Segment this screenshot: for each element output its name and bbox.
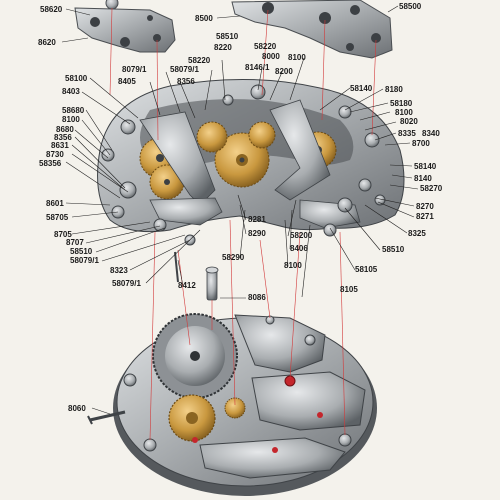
label-8340: 8340 <box>422 129 440 138</box>
label-8020: 8020 <box>400 117 418 126</box>
label-58510-c: 58510 <box>382 245 405 254</box>
label-8356-a: 8356 <box>177 77 195 86</box>
steel-levers <box>139 99 361 229</box>
label-8100-b: 8100 <box>62 115 80 124</box>
label-8500: 8500 <box>195 14 213 23</box>
label-8100-d: 8100 <box>284 261 302 270</box>
label-58290: 58290 <box>222 253 245 262</box>
label-8270: 8270 <box>416 202 434 211</box>
label-8405: 8405 <box>118 77 136 86</box>
label-8325: 8325 <box>408 229 426 238</box>
label-8220-a: 8220 <box>214 43 232 52</box>
label-8601: 8601 <box>46 199 64 208</box>
base-movement <box>87 313 377 496</box>
label-8705: 8705 <box>54 230 72 239</box>
label-8707: 8707 <box>66 238 84 247</box>
label-58079-1b: 58079/1 <box>70 256 99 265</box>
label-8105: 8105 <box>340 285 358 294</box>
top-right-bridge <box>231 0 393 59</box>
label-58620-top: 58620 <box>40 5 63 14</box>
label-8403: 8403 <box>62 87 80 96</box>
label-8356-b: 8356 <box>54 133 72 142</box>
label-58105: 58105 <box>355 265 378 274</box>
label-58100: 58100 <box>65 74 88 83</box>
label-58180: 58180 <box>390 99 413 108</box>
label-8323: 8323 <box>110 266 128 275</box>
label-8271: 8271 <box>416 212 434 221</box>
label-8620: 8620 <box>38 38 56 47</box>
screws-and-posts <box>101 84 386 246</box>
label-58500: 58500 <box>399 2 422 11</box>
label-8290: 8290 <box>248 229 266 238</box>
label-8680: 8680 <box>56 125 74 134</box>
part-number-labels: 58620 8620 8500 58500 58510 8220 58220 8… <box>38 2 443 413</box>
label-8079-1a: 8079/1 <box>122 65 147 74</box>
label-8000: 8000 <box>262 52 280 61</box>
label-58220-a: 58220 <box>254 42 277 51</box>
label-58079-1a: 58079/1 <box>170 65 199 74</box>
label-58705: 58705 <box>46 213 69 222</box>
label-8200: 8200 <box>275 67 293 76</box>
label-8100-c: 8100 <box>395 108 413 117</box>
label-8335: 8335 <box>398 129 416 138</box>
label-58220-b: 58220 <box>188 56 211 65</box>
leader-lines <box>61 5 419 415</box>
top-left-bridge <box>74 0 176 53</box>
label-58270: 58270 <box>420 184 443 193</box>
label-8412: 8412 <box>178 281 196 290</box>
label-58356: 58356 <box>39 159 62 168</box>
label-58680: 58680 <box>62 106 85 115</box>
label-8146: 8146/1 <box>245 63 270 72</box>
label-8631: 8631 <box>51 141 69 150</box>
label-8281: 8281 <box>248 215 266 224</box>
label-58510-b: 58510 <box>70 247 93 256</box>
label-58510-a: 58510 <box>216 32 239 41</box>
label-8730: 8730 <box>46 150 64 159</box>
label-58140-a: 58140 <box>350 84 373 93</box>
assembly-lines <box>109 7 377 441</box>
label-8700: 8700 <box>412 139 430 148</box>
label-8060: 8060 <box>68 404 86 413</box>
label-8406: 8406 <box>290 244 308 253</box>
label-58200: 58200 <box>290 231 313 240</box>
label-8100-a: 8100 <box>288 53 306 62</box>
label-58140-b: 58140 <box>414 162 437 171</box>
label-8140: 8140 <box>414 174 432 183</box>
label-58079-1c: 58079/1 <box>112 279 141 288</box>
label-8086: 8086 <box>248 293 266 302</box>
label-8180: 8180 <box>385 85 403 94</box>
